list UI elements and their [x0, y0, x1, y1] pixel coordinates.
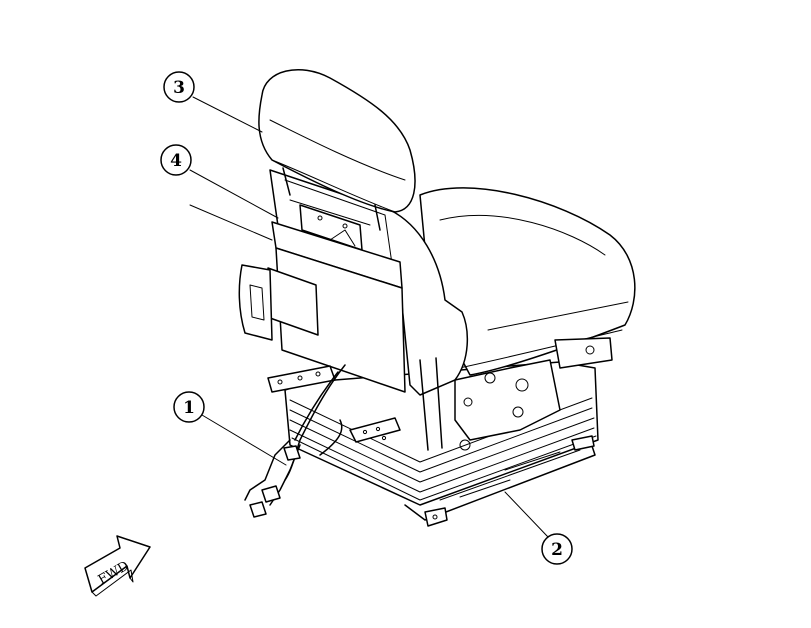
callout-4-label: 4: [170, 151, 182, 171]
callout-3: 3: [163, 71, 263, 133]
callout-2-label: 2: [551, 540, 563, 560]
callout-3-label: 3: [173, 78, 185, 98]
forward-arrow-icon: FWD: [84, 535, 151, 597]
headrest: [258, 69, 416, 231]
side-brackets: [267, 357, 561, 451]
wiring-harness: [244, 364, 346, 518]
seat-cushion: [419, 187, 636, 376]
callout-1: 1: [173, 391, 287, 466]
back-cover-panel: [189, 204, 406, 393]
callout-1-label: 1: [183, 398, 195, 418]
callout-4: 4: [160, 144, 279, 219]
callout-2: 2: [504, 491, 573, 565]
